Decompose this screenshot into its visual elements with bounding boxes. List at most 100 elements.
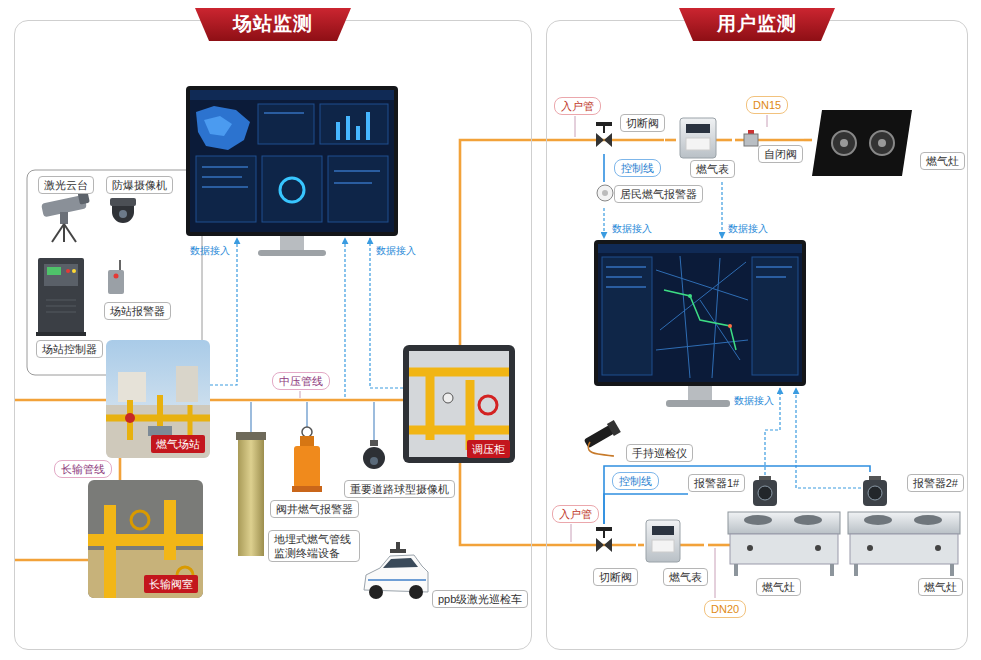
controller-cabinet — [44, 264, 78, 286]
laser-ptz-icon — [52, 224, 64, 242]
controller-cabinet — [46, 300, 76, 301]
monitor-screen — [752, 257, 798, 375]
commercial-stove — [854, 564, 858, 576]
monitor-screen — [190, 90, 394, 232]
data-flow-label: 数据接入 — [612, 222, 652, 235]
station-alarm-icon — [119, 260, 121, 270]
station-photo — [106, 340, 210, 458]
gas-pipe-stub — [14, 559, 88, 562]
device-node: 切断阀 — [592, 524, 638, 588]
device-caption: 重要道路球型摄像机 — [344, 480, 455, 498]
gas-pipe — [708, 544, 726, 547]
label-leader — [767, 115, 768, 127]
dome-camera-icon — [112, 206, 134, 223]
monitor-screen — [594, 240, 806, 386]
caption-text: 重要道路球型摄像机 — [350, 482, 449, 496]
valve-room-photo — [131, 511, 149, 529]
caption-text: 燃气表 — [690, 160, 735, 178]
commercial-stove — [794, 515, 822, 525]
monitor-screen — [602, 257, 652, 375]
controller-cabinet — [36, 258, 86, 336]
data-arrow — [370, 238, 403, 388]
well-alarm-icon — [294, 446, 320, 488]
caption-text: 手持巡检仪 — [632, 446, 687, 460]
dome-camera-icon — [110, 198, 136, 206]
line-label: 长输管线 — [54, 460, 112, 478]
label-leader — [300, 391, 301, 398]
kitchen-alarm-icon — [758, 486, 772, 500]
gas-pipe — [210, 399, 403, 402]
commercial-stove — [850, 534, 958, 564]
ball-camera-icon — [370, 457, 378, 465]
monitor-screen — [202, 186, 248, 188]
gas-stove-icon — [812, 110, 912, 176]
shutoff-valve-icon — [596, 122, 612, 126]
data-arrow — [603, 208, 604, 238]
line-label: 中压管线 — [272, 372, 330, 390]
gas-pipe-stub — [716, 139, 732, 142]
laser-ptz-icon — [63, 224, 65, 242]
monitor-screen — [366, 112, 370, 140]
photo-tag: 燃气场站 — [151, 435, 205, 453]
gas-pipe-stub — [680, 544, 704, 547]
device-node: 报警器1# — [688, 472, 780, 508]
gas-pipe — [665, 139, 676, 142]
controller-cabinet — [46, 312, 76, 313]
control-line — [604, 466, 870, 524]
station-alarm-icon — [108, 270, 124, 294]
inspection-car — [396, 542, 400, 549]
pipe-tag: 入户管 — [552, 505, 599, 523]
laser-ptz-icon — [64, 224, 76, 242]
monitor-screen — [204, 116, 232, 136]
section-title: 场站监测 — [195, 8, 351, 41]
device-node: 切断阀 — [590, 112, 665, 154]
site-photo: 调压柜 — [403, 345, 515, 463]
self-closing-valve-icon — [744, 134, 758, 146]
caption-text: ppb级激光巡检车 — [438, 592, 522, 606]
sensor-wire — [251, 402, 374, 440]
gas-pipe — [460, 140, 590, 345]
caption-text: 切断阀 — [593, 568, 638, 586]
gas-pipe-stub — [14, 399, 106, 402]
monitor-screen — [598, 244, 802, 382]
monitor-screen — [196, 106, 250, 150]
commercial-stove — [734, 564, 738, 576]
controller-cabinet — [47, 267, 61, 275]
monitor-screen — [598, 244, 802, 253]
data-arrow — [796, 388, 861, 488]
monitor-screen — [328, 156, 388, 222]
device-node: 自闭阀 — [742, 128, 804, 164]
site-photo: 长输阀室 — [88, 480, 203, 598]
commercial-stove — [728, 512, 960, 576]
gas-stove-icon — [812, 110, 912, 176]
device-caption: 场站控制器 — [36, 340, 103, 358]
monitor-screen — [664, 290, 736, 350]
site-photo: 燃气场站 — [106, 340, 210, 458]
caption-text: 场站报警器 — [110, 304, 165, 318]
monitoring-bollard — [236, 432, 266, 556]
sensor-wire — [373, 402, 374, 440]
controller-cabinet — [46, 306, 76, 307]
ball-camera-icon — [363, 440, 385, 469]
laser-ptz-icon — [41, 191, 90, 242]
station-photo — [125, 413, 135, 423]
monitor-screen — [688, 386, 712, 400]
device-node: 居民燃气报警器 — [594, 182, 704, 206]
inspection-car — [390, 549, 406, 553]
device-caption: 手持巡检仪 — [626, 444, 693, 462]
device-node: 燃气灶 — [812, 106, 965, 180]
handheld-detector — [607, 420, 621, 436]
monitor-panel: 激光云台防爆摄像机场站报警器场站控制器燃气场站长输阀室调压柜阀井燃气报警器重要道… — [14, 20, 532, 650]
inspection-car — [364, 542, 428, 599]
station-alarm-icon — [114, 274, 119, 279]
photo-tag: 调压柜 — [467, 440, 510, 458]
commercial-stove — [830, 564, 834, 576]
gas-meter-icon — [686, 138, 710, 150]
controller-cabinet — [36, 332, 86, 336]
device-caption: 场站报警器 — [104, 302, 171, 320]
home-alarm-icon — [597, 185, 613, 201]
monitor-screen — [606, 286, 646, 288]
handheld-detector — [583, 420, 621, 456]
kitchen-alarm-icon — [868, 486, 882, 500]
